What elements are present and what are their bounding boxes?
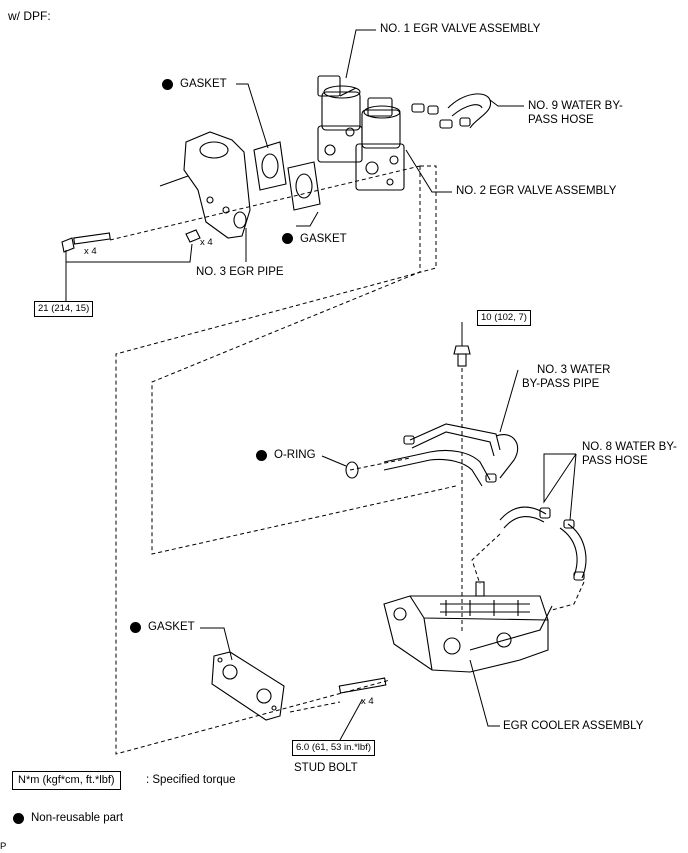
dash-o-ring-axis <box>349 457 411 471</box>
dash-water-pipe-loop <box>151 166 457 555</box>
stud-quantity: x 4 <box>361 696 374 707</box>
stud-bolt-drawing <box>338 677 387 694</box>
label-egr-valve-2: NO. 2 EGR VALVE ASSEMBLY <box>456 185 617 197</box>
label-stud-bolt: STUD BOLT <box>294 762 358 774</box>
label-water-hose-9-line2: PASS HOSE <box>528 114 594 126</box>
label-water-hose-8-line2: PASS HOSE <box>582 455 648 467</box>
label-gasket-bottom: GASKET <box>148 621 195 633</box>
torque-box-21: 21 (214, 15) <box>34 301 94 317</box>
bolt-and-nut-drawing <box>61 229 201 253</box>
dash-bolt-axis <box>109 165 421 241</box>
leader-water-hose-9 <box>489 99 524 107</box>
dash-upper-loop <box>115 165 437 755</box>
egr-valve-2-drawing <box>355 97 405 191</box>
bolt-10-drawing <box>453 345 471 367</box>
water-hose-9-drawing <box>411 93 492 129</box>
leader-gasket-mid <box>296 211 319 227</box>
label-water-hose-9-line1: NO. 9 WATER BY- <box>528 100 623 112</box>
footer-code: P <box>0 841 7 852</box>
label-egr-pipe-3: NO. 3 EGR PIPE <box>196 266 284 278</box>
o-ring-drawing <box>345 461 359 479</box>
leader-egr-valve-2 <box>405 149 452 193</box>
leader-gasket-bottom <box>200 627 233 661</box>
leader-water-pipe-3 <box>499 369 519 433</box>
label-water-pipe-3-line2: BY-PASS PIPE <box>522 378 600 390</box>
leader-o-ring <box>321 455 347 467</box>
egr-cooler-drawing <box>383 581 553 673</box>
label-water-pipe-3-line1: NO. 3 WATER <box>537 364 611 376</box>
legend-torque-desc: : Specified torque <box>146 774 236 786</box>
nonreusable-marker-o-ring <box>256 450 267 461</box>
legend-nonreusable-marker <box>13 813 24 824</box>
leader-stud-bolt <box>339 699 363 741</box>
leader-egr-valve-1 <box>345 29 376 79</box>
variant-heading: w/ DPF: <box>8 9 51 23</box>
leader-water-hose-8 <box>543 453 577 521</box>
label-water-hose-8-line1: NO. 8 WATER BY- <box>582 441 677 453</box>
legend-nonreusable-text: Non-reusable part <box>31 812 124 824</box>
dash-hose-8-left <box>471 533 501 585</box>
water-hose-8-drawing <box>499 506 587 581</box>
label-gasket-mid: GASKET <box>300 233 347 245</box>
leader-egr-cooler <box>469 659 500 727</box>
label-egr-cooler: EGR COOLER ASSEMBLY <box>503 720 644 732</box>
gasket-upper-drawing <box>253 141 321 211</box>
legend-torque-unit: N*m (kgf*cm, ft.*lbf) <box>12 771 121 790</box>
egr-pipe-3-drawing <box>159 131 251 239</box>
dash-hose-8-right <box>551 581 585 611</box>
nut-quantity: x 4 <box>200 237 213 248</box>
torque-box-6: 6.0 (61, 53 in.*lbf) <box>292 740 375 756</box>
label-gasket-top: GASKET <box>180 78 227 90</box>
label-o-ring: O-RING <box>274 449 316 461</box>
nonreusable-marker-gasket-top <box>162 79 173 90</box>
water-pipe-3-drawing <box>383 423 519 487</box>
torque-box-10: 10 (102, 7) <box>477 310 531 326</box>
gasket-lower-drawing <box>211 651 285 721</box>
nonreusable-marker-gasket-bottom <box>130 622 141 633</box>
leader-nut-to-bolt <box>66 243 193 263</box>
leader-gasket-top <box>236 83 269 149</box>
nonreusable-marker-gasket-mid <box>282 233 293 244</box>
label-egr-valve-1: NO. 1 EGR VALVE ASSEMBLY <box>380 23 541 35</box>
egr-valve-1-drawing <box>317 75 363 163</box>
bolt-quantity: x 4 <box>84 246 97 257</box>
dash-stud-axis <box>289 701 341 713</box>
